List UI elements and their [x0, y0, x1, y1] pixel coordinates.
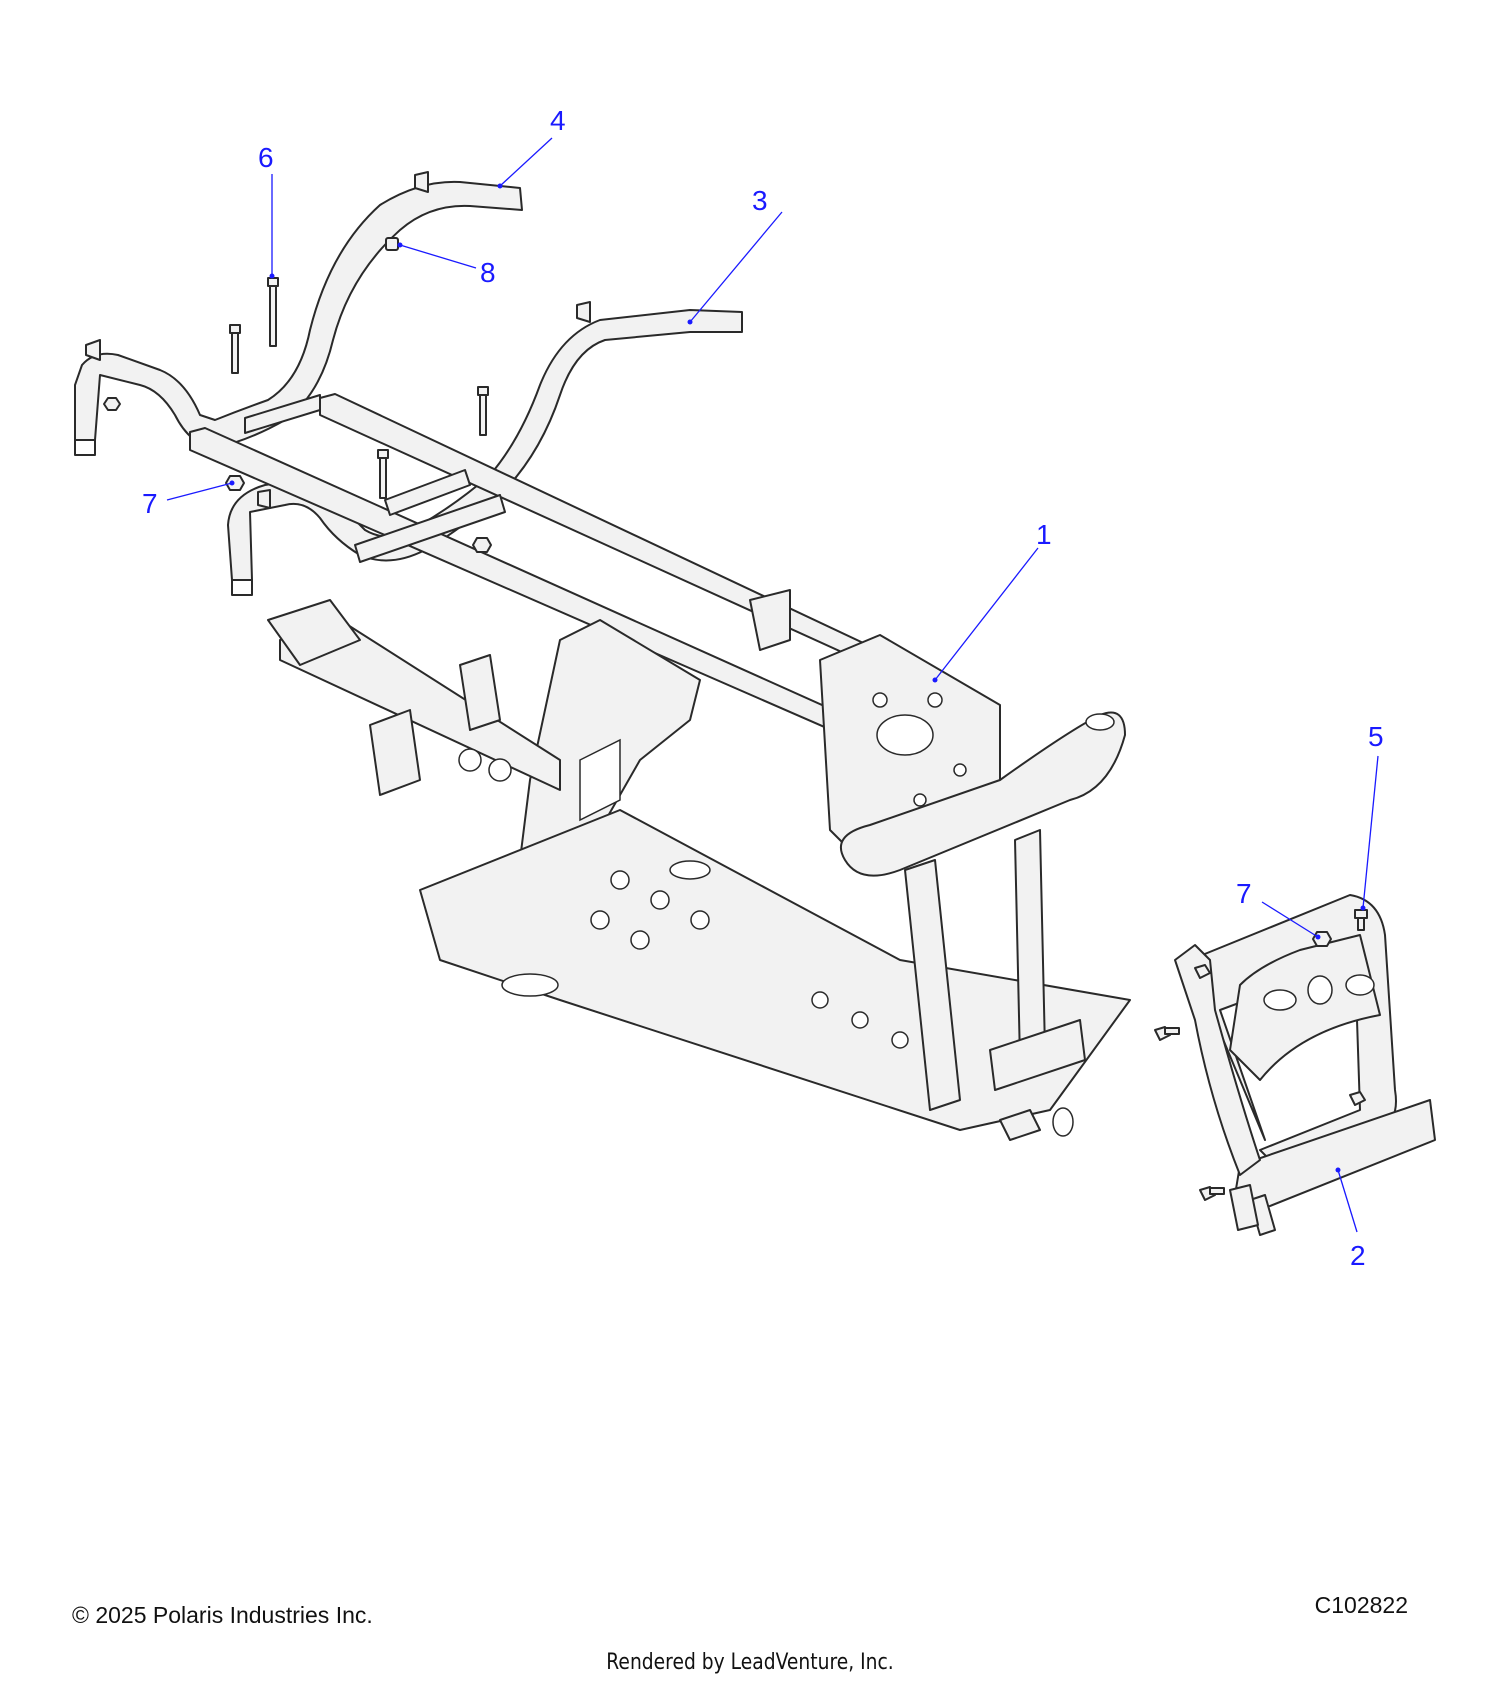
bumper-mount-bolt — [1194, 964, 1211, 979]
svg-text:2: 2 — [1350, 1240, 1366, 1271]
part-5-bolt — [1354, 909, 1368, 931]
svg-text:1: 1 — [1036, 519, 1052, 550]
svg-text:5: 5 — [1368, 721, 1384, 752]
fasteners — [103, 237, 1368, 1201]
part-7-nut — [225, 475, 245, 491]
part-7-nut — [472, 537, 492, 553]
svg-text:7: 7 — [142, 488, 158, 519]
part-7-nut — [103, 397, 121, 411]
callout-6: 6 — [258, 142, 275, 279]
bumper-mount-bolt — [1199, 1186, 1225, 1201]
svg-text:7: 7 — [1236, 878, 1252, 909]
callout-3: 3 — [687, 185, 783, 325]
svg-text:3: 3 — [752, 185, 768, 216]
part-6-bolt — [229, 324, 241, 374]
callout-5: 5 — [1360, 721, 1384, 911]
svg-text:6: 6 — [258, 142, 274, 173]
bumper-mount-bolt — [1154, 1026, 1180, 1041]
part-1-main-frame — [189, 393, 1131, 1141]
copyright-text: © 2025 Polaris Industries Inc. — [72, 1602, 373, 1628]
part-6-bolt — [267, 277, 279, 347]
part-6-bolt — [477, 386, 489, 436]
rendered-by-text: Rendered by LeadVenture, Inc. — [606, 1650, 894, 1675]
svg-text:4: 4 — [550, 105, 566, 136]
part-7-nut — [1312, 931, 1332, 947]
callout-8: 8 — [397, 242, 496, 288]
svg-text:8: 8 — [480, 257, 496, 288]
part-8-clip — [385, 237, 399, 251]
callout-1: 1 — [932, 519, 1052, 683]
diagram-id: C102822 — [1314, 1592, 1408, 1618]
callout-7-left: 7 — [142, 480, 235, 519]
callout-7-right: 7 — [1236, 878, 1321, 940]
callout-2: 2 — [1335, 1167, 1366, 1271]
bumper-mount-bolt — [1349, 1091, 1366, 1106]
part-2-rear-bumper — [1174, 894, 1436, 1236]
callout-4: 4 — [497, 105, 566, 189]
part-6-bolt — [377, 449, 389, 499]
